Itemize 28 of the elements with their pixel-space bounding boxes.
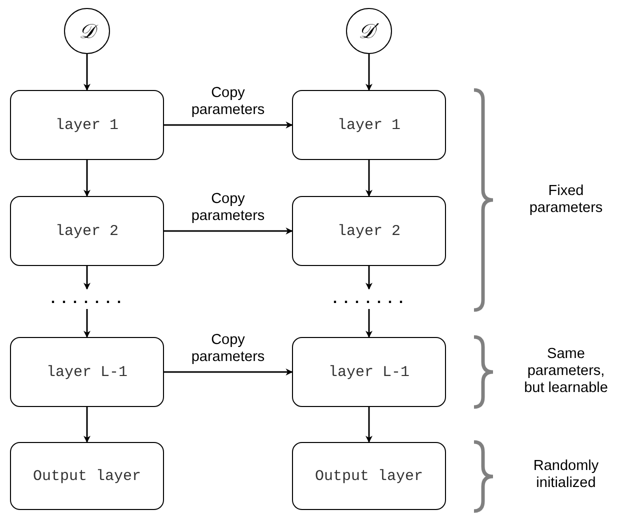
- layer-box: Output layer: [10, 442, 164, 510]
- layer-box: layer 2: [10, 196, 164, 266]
- bracket-label: Randomly initialized: [532, 458, 600, 492]
- arrow: [366, 160, 372, 197]
- bracket-label: Fixed parameters: [528, 183, 604, 217]
- ellipsis-dots: .......: [44, 291, 130, 307]
- arrow: [366, 309, 372, 338]
- arrow: [164, 228, 293, 234]
- arrow: [84, 266, 90, 290]
- layer-box: layer 1: [10, 90, 164, 160]
- bracket-label: Same parameters, but learnable: [523, 346, 609, 397]
- arrow: [84, 407, 90, 443]
- layer-box: layer 1: [292, 90, 446, 160]
- arrow: [366, 407, 372, 443]
- arrow: [84, 309, 90, 338]
- ellipsis-dots: .......: [326, 291, 412, 307]
- arrow: [84, 54, 90, 91]
- layer-box: Output layer: [292, 442, 446, 510]
- layer-box: layer L-1: [292, 337, 446, 407]
- start-circle: 𝒟: [64, 8, 110, 54]
- arrow: [84, 160, 90, 197]
- start-circle: 𝒟′: [346, 8, 392, 54]
- arrow: [164, 368, 293, 376]
- layer-box: layer 2: [292, 196, 446, 266]
- layer-box: layer L-1: [10, 337, 164, 407]
- arrow: [366, 266, 372, 290]
- arrow: [366, 54, 372, 91]
- arrow: [164, 122, 293, 128]
